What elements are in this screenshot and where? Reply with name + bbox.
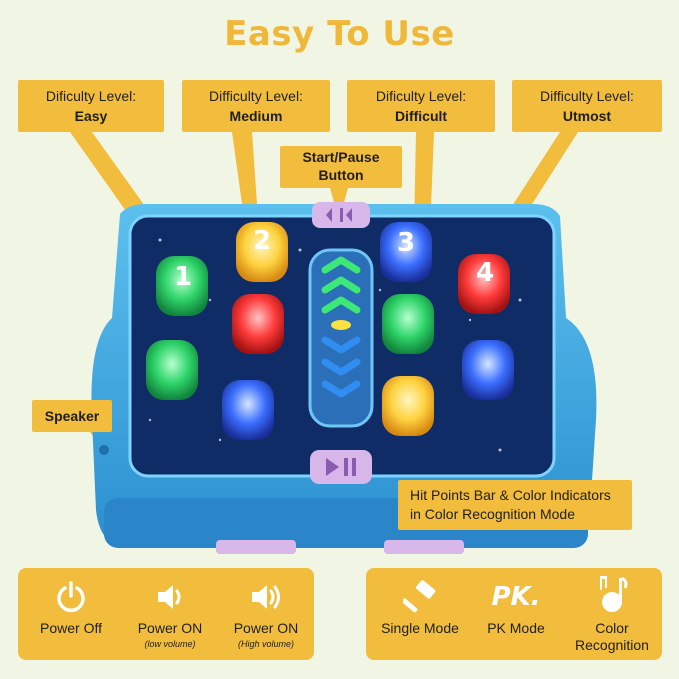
hammer-icon — [403, 580, 436, 613]
pk-icon: PK. — [491, 582, 541, 612]
callout-start-pause-line2: Button — [318, 167, 364, 183]
callout-difficulty-utmost: Difficulty Level: Utmost — [512, 80, 662, 132]
callout-difficulty-difficult: Dificulty Level: Difficult — [347, 80, 495, 132]
power-on-high-item: Power ON (High volume) — [224, 580, 308, 649]
callout-utmost-line2: Utmost — [562, 108, 612, 124]
callout-hit-points-line2: in Color Recognition Mode — [410, 506, 575, 522]
light-number-3: 3 — [397, 228, 416, 258]
callout-medium-line2: Medium — [229, 108, 283, 124]
power-on-low-label: Power ON — [137, 620, 203, 636]
power-on-high-label: Power ON — [233, 620, 299, 636]
color-recognition-item: Color Recognition — [566, 574, 658, 654]
power-on-high-sub: (High volume) — [237, 639, 295, 649]
callout-difficult-line2: Difficult — [394, 108, 448, 124]
device-body — [91, 202, 597, 554]
power-icon — [57, 581, 85, 613]
pk-mode-label: PK Mode — [487, 620, 545, 636]
power-on-low-sub: (low volume) — [144, 639, 196, 649]
page-title: Easy To Use — [224, 14, 455, 54]
callout-start-pause: Start/Pause Button — [280, 146, 402, 188]
color-recognition-label: Color Recognition — [575, 620, 649, 653]
speaker-high-icon — [252, 585, 280, 609]
callout-medium-line1: Difficulty Level: — [209, 88, 303, 104]
callout-easy-line2: Easy — [74, 108, 108, 124]
callout-speaker: Speaker — [32, 400, 112, 432]
callout-difficulty-easy: Dificulty Level: Easy — [18, 80, 164, 132]
callout-utmost-line1: Difficulty Level: — [540, 88, 634, 104]
light-number-2: 2 — [253, 226, 272, 256]
callout-difficulty-medium: Difficulty Level: Medium — [182, 80, 330, 132]
speaker-low-icon — [158, 585, 181, 609]
callout-start-pause-line1: Start/Pause — [302, 149, 380, 165]
light-number-4: 4 — [476, 258, 495, 288]
callout-hit-points-line1: Hit Points Bar & Color Indicators — [410, 487, 611, 503]
power-on-low-item: Power ON (low volume) — [128, 580, 212, 649]
callout-hit-points: Hit Points Bar & Color Indicators in Col… — [398, 480, 632, 530]
callout-difficult-line1: Dificulty Level: — [375, 88, 467, 104]
pk-mode-item: PK. PK Mode — [472, 580, 560, 637]
light-number-1: 1 — [174, 262, 193, 292]
single-mode-label: Single Mode — [381, 620, 459, 636]
power-off-label: Power Off — [40, 620, 102, 636]
single-mode-item: Single Mode — [374, 580, 466, 637]
callout-easy-line1: Dificulty Level: — [45, 88, 137, 104]
power-panel: Power Off Power ON (low volume) Power ON… — [18, 568, 314, 660]
power-off-item: Power Off — [32, 580, 110, 637]
mode-panel: Single Mode PK. PK Mode Color Recognitio… — [366, 568, 662, 660]
music-note-icon — [600, 576, 628, 612]
callout-speaker-line1: Speaker — [44, 408, 100, 424]
